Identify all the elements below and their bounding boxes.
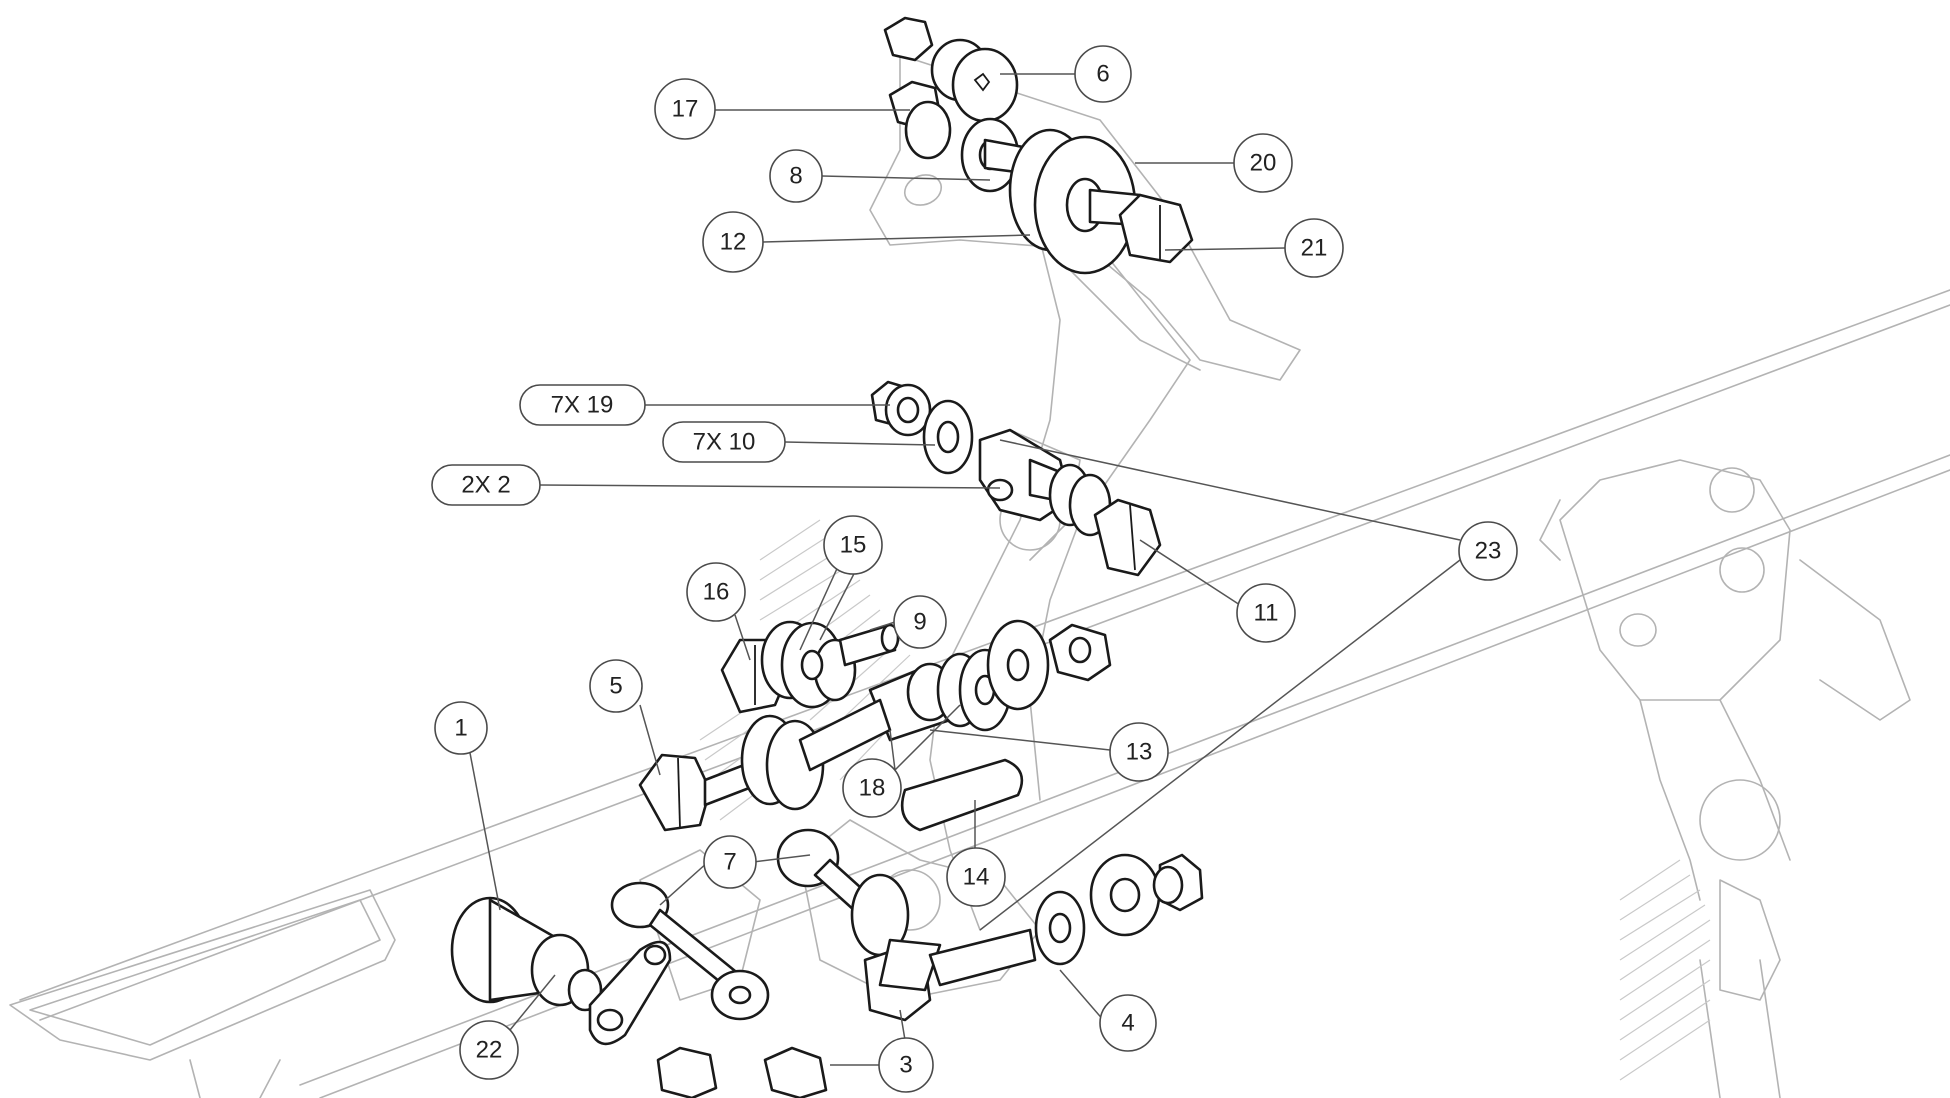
callout-20: 20 [1233, 133, 1293, 193]
washers-18-icon [740, 698, 892, 811]
svg-text:7X 10: 7X 10 [693, 429, 756, 456]
callout-23: 23 [1458, 521, 1518, 581]
callout-5: 5 [589, 659, 643, 713]
nut-11-icon [1093, 498, 1162, 577]
svg-text:21: 21 [1301, 235, 1328, 262]
link-plate-22-icon [588, 940, 672, 1046]
svg-text:7X 19: 7X 19 [551, 392, 614, 419]
svg-text:8: 8 [789, 163, 802, 190]
svg-text:23: 23 [1475, 538, 1502, 565]
svg-text:7: 7 [723, 849, 736, 876]
svg-text:6: 6 [1096, 61, 1109, 88]
nuts-3-icon [656, 1046, 828, 1098]
screw-6-icon [930, 38, 1019, 123]
callout-6: 6 [1074, 45, 1132, 103]
svg-text:9: 9 [913, 609, 926, 636]
callout-8: 8 [769, 149, 823, 203]
svg-text:18: 18 [859, 775, 886, 802]
washers-15-icon [760, 620, 857, 709]
callout-13: 13 [1109, 722, 1169, 782]
bolt-9-icon [838, 623, 900, 667]
svg-text:22: 22 [476, 1037, 503, 1064]
svg-text:2X 2: 2X 2 [461, 472, 510, 499]
bolt-3-icon [850, 873, 942, 1022]
callout-17: 17 [654, 78, 716, 140]
bolt-4-icon [928, 853, 1204, 987]
svg-text:16: 16 [703, 579, 730, 606]
svg-text:5: 5 [609, 673, 622, 700]
callout-7: 7 [703, 835, 757, 889]
nut-19-icon [870, 380, 932, 437]
svg-text:17: 17 [672, 96, 699, 123]
callout-16: 16 [686, 562, 746, 622]
washer-20-icon [1008, 128, 1137, 275]
callout-7x19: 7X 19 [519, 384, 646, 426]
callout-14: 14 [946, 847, 1006, 907]
callout-7x10: 7X 10 [662, 421, 786, 463]
callout-3: 3 [878, 1037, 934, 1093]
washers-7b-icon [710, 969, 770, 1021]
callout-9: 9 [893, 595, 947, 649]
callout-18: 18 [842, 758, 902, 818]
washer-23-icon [986, 619, 1050, 711]
nut-17-icon [883, 16, 952, 160]
svg-text:4: 4 [1121, 1010, 1134, 1037]
nut-23-icon [1048, 623, 1112, 682]
leader-lines [469, 73, 1461, 1066]
callout-21: 21 [1284, 218, 1344, 278]
svg-text:1: 1 [454, 715, 467, 742]
pin-14-icon [900, 758, 1024, 832]
svg-text:20: 20 [1250, 150, 1277, 177]
svg-text:11: 11 [1254, 600, 1279, 627]
callout-11: 11 [1236, 583, 1296, 643]
callout-15: 15 [823, 515, 883, 575]
svg-text:13: 13 [1126, 739, 1153, 766]
clevis-pin-1-icon [450, 896, 603, 1012]
parts [450, 16, 1204, 1098]
svg-text:12: 12 [720, 229, 747, 256]
callout-12: 12 [702, 211, 764, 273]
svg-text:15: 15 [840, 532, 867, 559]
callout-1: 1 [434, 701, 488, 755]
washer-10-icon [922, 399, 974, 475]
callout-4: 4 [1099, 994, 1157, 1052]
callout-2x2: 2X 2 [431, 464, 541, 506]
bolt-21-icon [1088, 188, 1194, 264]
svg-text:14: 14 [963, 864, 990, 891]
svg-text:3: 3 [899, 1052, 912, 1079]
callout-22: 22 [459, 1020, 519, 1080]
